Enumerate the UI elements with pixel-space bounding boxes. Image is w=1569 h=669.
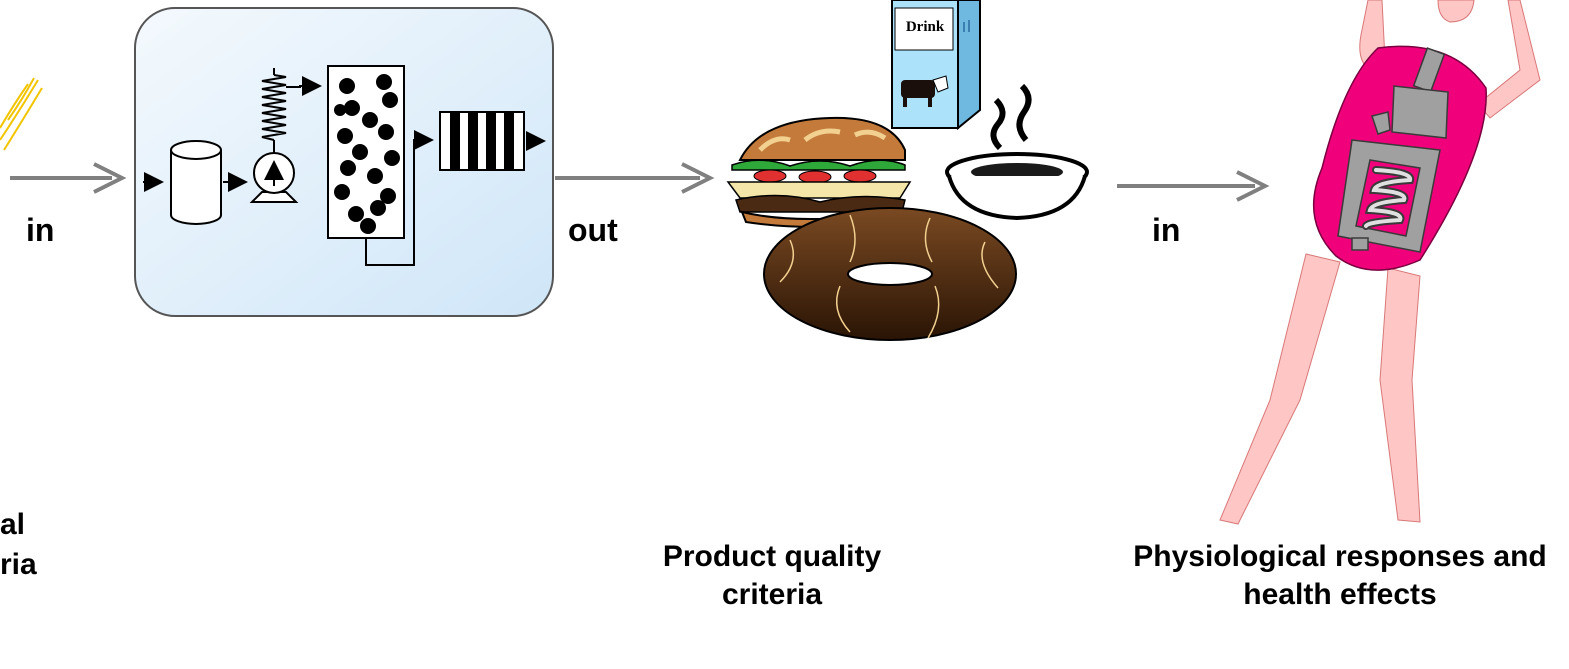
pump-icon [249, 140, 299, 203]
digestive-organs-icon [1337, 47, 1449, 253]
process-box [134, 7, 554, 317]
human-figure-icon [1219, 0, 1541, 525]
drink-carton-icon [891, 0, 981, 131]
label-in-right: in [1152, 212, 1181, 248]
sun-rays-icon [0, 77, 43, 151]
packed-column-icon [327, 65, 405, 239]
flow-arrow-middle [555, 162, 715, 194]
heat-coil-icon [261, 68, 287, 141]
flow-arrow-right [1117, 170, 1270, 202]
label-in-left: in [26, 212, 55, 248]
caption-left-line2: ria [0, 548, 37, 581]
carton-label: Drink [905, 19, 945, 35]
donut-icon [763, 207, 1017, 341]
sandwich-icon [726, 116, 912, 228]
caption-product-quality: Product quality criteria [662, 540, 882, 611]
caption-physiological: Physiological responses and health effec… [1133, 540, 1547, 611]
flow-arrow-left [10, 162, 127, 194]
tank-icon [143, 140, 248, 225]
caption-left-line1: al [0, 508, 26, 541]
steam-icon [990, 83, 1032, 151]
bowl-icon [945, 83, 1089, 221]
label-out: out [568, 212, 618, 248]
separator-icon [439, 111, 546, 171]
cow-icon [901, 75, 949, 107]
